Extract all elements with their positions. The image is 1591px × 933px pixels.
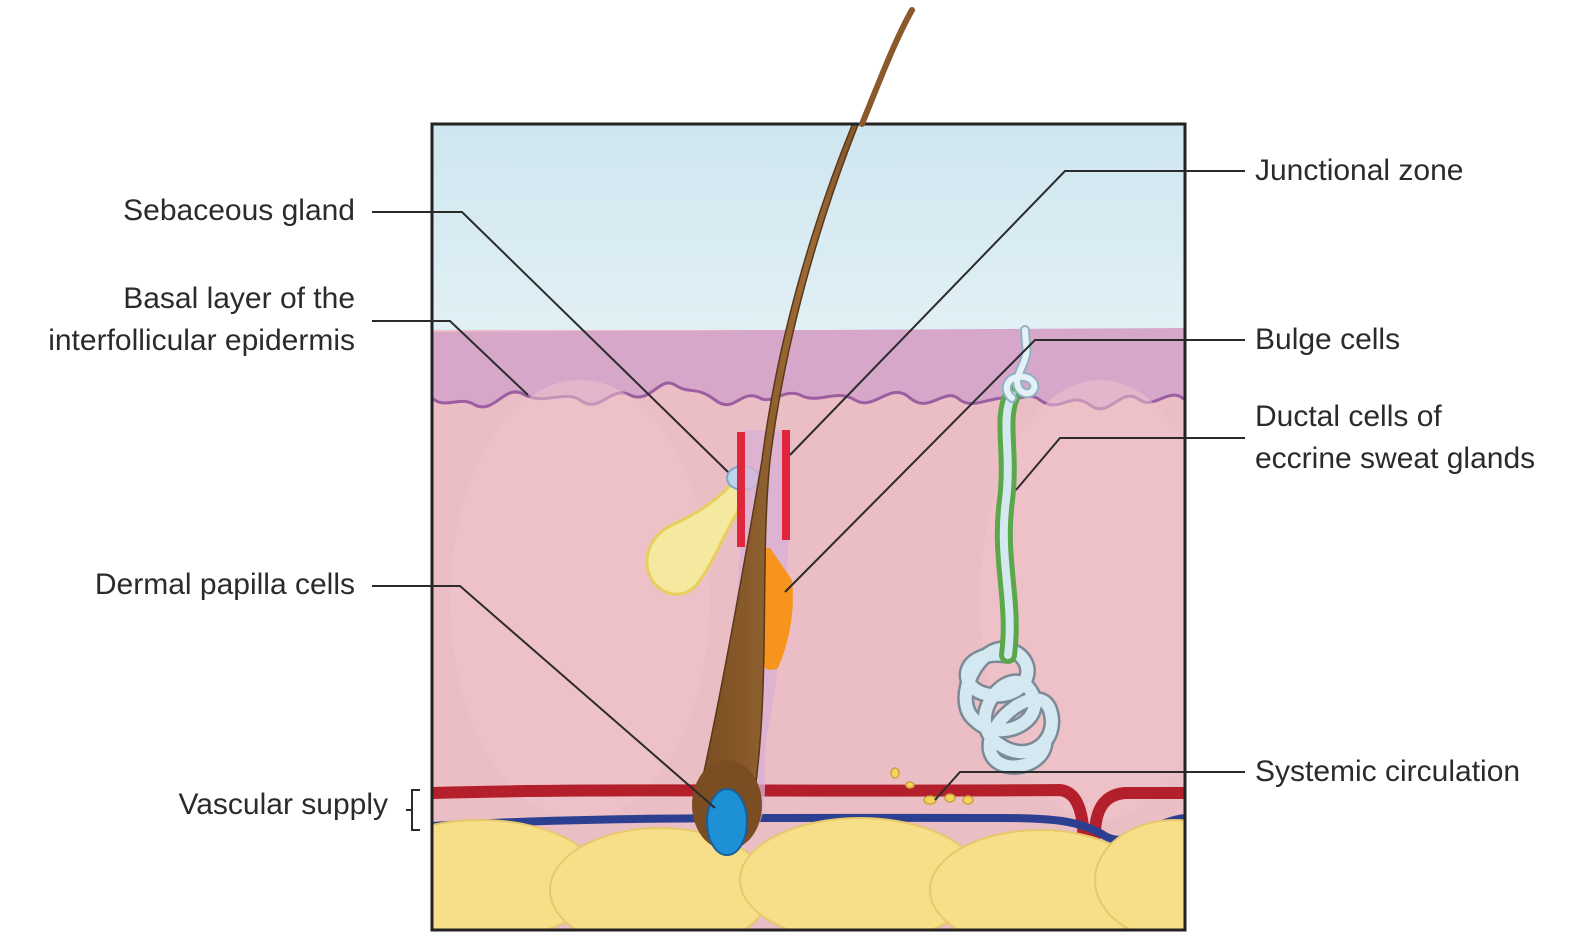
- label-systemic-circulation: Systemic circulation: [1255, 751, 1520, 793]
- label-ductal-line2: eccrine sweat glands: [1255, 438, 1535, 480]
- vascular-bracket: [412, 790, 420, 830]
- label-basal-layer-line2: interfollicular epidermis: [48, 320, 355, 362]
- junctional-zone-cells: [737, 432, 745, 547]
- label-ductal-cells: Ductal cells of eccrine sweat glands: [1255, 396, 1535, 480]
- label-vascular-supply: Vascular supply: [178, 784, 388, 826]
- label-bulge-cells: Bulge cells: [1255, 319, 1400, 361]
- subcutaneous-fat: [360, 818, 1255, 933]
- dermal-papilla: [707, 789, 747, 855]
- label-dermal-papilla: Dermal papilla cells: [95, 564, 355, 606]
- label-ductal-line1: Ductal cells of: [1255, 396, 1535, 438]
- label-sebaceous-gland: Sebaceous gland: [123, 190, 355, 232]
- sky-region: [432, 124, 1185, 334]
- label-basal-layer-line1: Basal layer of the: [48, 278, 355, 320]
- label-basal-layer: Basal layer of the interfollicular epide…: [48, 278, 355, 362]
- label-junctional-zone: Junctional zone: [1255, 150, 1463, 192]
